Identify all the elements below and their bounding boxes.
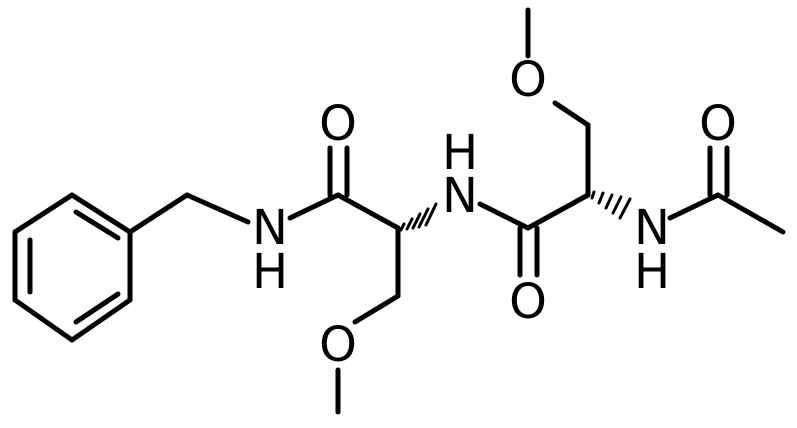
hash-line bbox=[597, 191, 605, 205]
atom-h-mid: H bbox=[442, 125, 478, 181]
atom-o-right-methoxy: O bbox=[509, 52, 547, 108]
atom-o-left-methoxy: O bbox=[319, 317, 357, 373]
hash-line bbox=[411, 212, 422, 230]
hash-line bbox=[405, 217, 414, 231]
benzene-ring bbox=[12, 192, 133, 343]
bond-carbonyl2-alpha2 bbox=[525, 192, 591, 231]
ring-bond bbox=[12, 192, 75, 235]
ring-bond bbox=[12, 297, 75, 343]
hash-line bbox=[604, 193, 614, 210]
ring-bond bbox=[69, 192, 133, 235]
bond-ch2-o bbox=[352, 293, 401, 325]
hashed-wedge-right bbox=[590, 190, 632, 220]
hash-line bbox=[618, 197, 632, 220]
bond-ring-ch2 bbox=[127, 192, 190, 235]
bond-ch2-n bbox=[184, 192, 251, 225]
bond-nright-acetyl bbox=[667, 192, 721, 221]
atom-n-right: N bbox=[634, 200, 670, 256]
hash-line bbox=[611, 195, 623, 215]
bond-ch2-o2 bbox=[552, 100, 591, 128]
atom-o-acetyl: O bbox=[699, 96, 737, 152]
hash-line bbox=[417, 207, 430, 229]
atom-n-left: N bbox=[252, 200, 288, 256]
atom-o-mid-carbonyl: O bbox=[509, 274, 547, 330]
bond-nmid-carbonyl2 bbox=[477, 201, 531, 231]
ring-bond bbox=[69, 297, 133, 343]
hash-line bbox=[399, 222, 406, 232]
hash-line bbox=[590, 190, 596, 200]
ring-inner-bond bbox=[73, 209, 121, 241]
atom-h-right: H bbox=[634, 244, 670, 300]
ring-inner-bond bbox=[73, 291, 121, 325]
atom-h-left: H bbox=[252, 244, 288, 300]
atom-n-mid: N bbox=[442, 168, 478, 224]
bond-carbonyl-alpha bbox=[335, 192, 401, 231]
hashed-wedge-left bbox=[399, 202, 438, 232]
hash-line bbox=[424, 202, 438, 227]
atom-o-top-left: O bbox=[319, 96, 357, 152]
bond-n-carbonyl bbox=[287, 192, 341, 221]
bond-acetyl-methyl bbox=[715, 192, 786, 235]
